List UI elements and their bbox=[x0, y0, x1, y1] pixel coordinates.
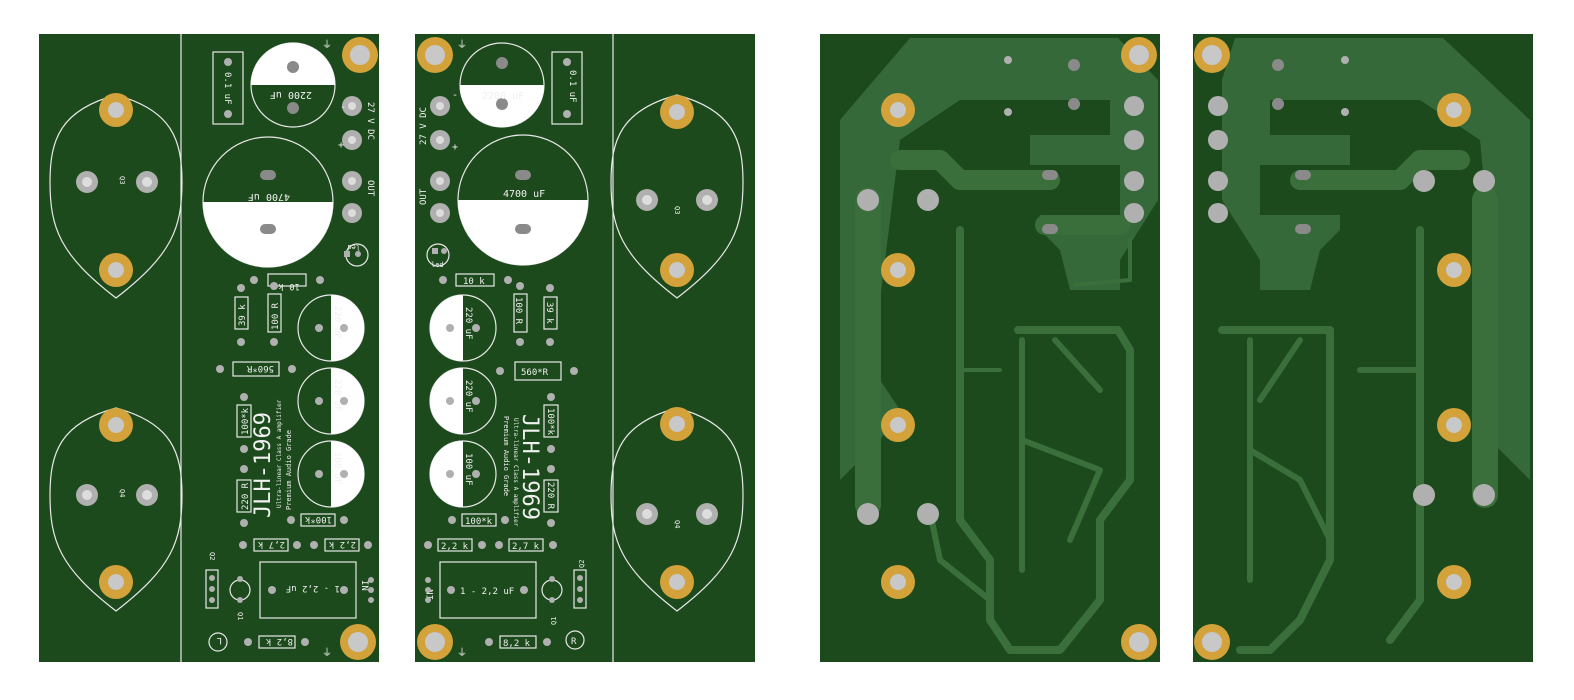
label-q3: Q3 bbox=[673, 206, 681, 214]
board-right-bottom-copper bbox=[1193, 34, 1533, 662]
label-c-220b: 220 uF bbox=[332, 379, 342, 412]
label-r-220r: 220 R bbox=[545, 482, 555, 510]
label-r-27k: 2,7 k bbox=[257, 539, 285, 549]
board-grade: Premium Audio Grade bbox=[285, 430, 293, 510]
connector-power-out: 27 V DC OUT - + bbox=[338, 96, 375, 223]
label-r-560: 560*R bbox=[246, 363, 274, 373]
label-c-2200: 2200 uF bbox=[270, 89, 312, 100]
label-q2: Q2 bbox=[208, 552, 216, 560]
capacitor-220uf-b: 220 uF bbox=[429, 367, 497, 435]
gnd-symbol-bottom: ⏚ bbox=[457, 647, 467, 659]
label-r-10k: 10 k bbox=[463, 277, 485, 287]
capacitor-220uf-a: 220 uF bbox=[429, 294, 497, 362]
pads bbox=[1194, 37, 1495, 660]
label-q4: Q4 bbox=[673, 520, 681, 528]
label-r-22k: 2,2 k bbox=[441, 542, 469, 552]
label-out: OUT bbox=[419, 188, 429, 205]
label-q2: Q2 bbox=[578, 560, 586, 568]
gnd-symbol-top: ⏚ bbox=[322, 39, 332, 51]
board-subtitle: Ultra-linear Class A amplifier bbox=[276, 399, 283, 508]
capacitor-100uf: 100 uF bbox=[429, 440, 497, 508]
label-r-82k: 8,2 k bbox=[503, 639, 531, 649]
label-minus: - bbox=[340, 102, 346, 113]
label-c-220b: 220 uF bbox=[463, 380, 473, 413]
board-grade: Premium Audio Grade bbox=[502, 416, 510, 496]
board-left-top: Q3 Q4 0.1 uF 2200 uF 4700 uF ⏚ bbox=[39, 34, 379, 662]
label-c-4700: 4700 uF bbox=[248, 191, 290, 202]
capacitor-4700uf: 4700 uF bbox=[457, 134, 589, 266]
label-q3: Q3 bbox=[118, 176, 126, 184]
transistor-q3: Q3 bbox=[610, 94, 744, 299]
label-led: led bbox=[347, 243, 360, 251]
label-c-4700: 4700 uF bbox=[503, 189, 545, 200]
label-r-39k: 39 k bbox=[238, 304, 248, 326]
label-in: IN bbox=[359, 580, 369, 591]
label-led: led bbox=[431, 261, 444, 269]
label-r-22k: 2,2 k bbox=[328, 539, 356, 549]
label-plus: + bbox=[452, 142, 458, 153]
label-q1: Q1 bbox=[550, 617, 558, 625]
label-c-100: 100 uF bbox=[463, 453, 473, 486]
connector-power-out: 27 V DC OUT - + bbox=[419, 90, 458, 223]
pads bbox=[857, 37, 1157, 660]
label-minus: - bbox=[452, 90, 458, 101]
label-q1: Q1 bbox=[236, 612, 244, 620]
label-r-220r: 220 R bbox=[241, 482, 251, 510]
transistor-q4: Q4 bbox=[610, 407, 744, 612]
label-r-100r: 100 R bbox=[271, 302, 281, 330]
board-title: JLH-1969 bbox=[251, 412, 276, 518]
label-c-2200: 2200 uF bbox=[482, 91, 524, 102]
capacitor-220uf-a: 220 uF bbox=[297, 294, 365, 362]
label-r-100k-b: 100*k bbox=[465, 517, 493, 527]
label-r-100k-a: 100*k bbox=[241, 407, 251, 435]
capacitor-220uf-b: 220 uF bbox=[297, 367, 365, 435]
label-in: IN bbox=[426, 589, 436, 600]
label-out: OUT bbox=[365, 180, 375, 197]
board-left-bottom-copper bbox=[820, 34, 1160, 662]
channel-marker-r: R bbox=[571, 637, 577, 647]
label-c-100: 100 uF bbox=[332, 452, 342, 485]
label-27v-dc: 27 V DC bbox=[365, 102, 375, 140]
transistor-q4: Q4 bbox=[49, 407, 183, 612]
label-r-27k: 2,7 k bbox=[512, 542, 540, 552]
label-c-01: 0.1 uF bbox=[567, 70, 577, 103]
capacitor-4700uf: 4700 uF bbox=[202, 136, 334, 268]
board-title: JLH-1969 bbox=[517, 414, 542, 520]
label-r-100k-b: 100*k bbox=[304, 514, 332, 524]
label-r-100k-a: 100*k bbox=[545, 408, 555, 436]
gnd-symbol-top: ⏚ bbox=[457, 39, 467, 51]
board-subtitle: Ultra-linear Class A amplifier bbox=[512, 418, 519, 527]
channel-marker-l: L bbox=[217, 635, 222, 645]
label-c-01: 0.1 uF bbox=[222, 72, 232, 105]
label-plus: + bbox=[338, 140, 344, 151]
label-c-input: 1 - 2,2 uF bbox=[286, 583, 340, 593]
transistor-q3: Q3 bbox=[49, 93, 183, 299]
label-c-220a: 220 uF bbox=[463, 307, 473, 340]
label-r-82k: 8,2 k bbox=[265, 636, 293, 646]
gnd-symbol-bottom: ⏚ bbox=[322, 647, 332, 659]
label-r-100r: 100 R bbox=[513, 297, 523, 325]
label-r-560: 560*R bbox=[521, 368, 549, 378]
label-27v-dc: 27 V DC bbox=[419, 107, 429, 145]
label-r-10k: 10 k bbox=[278, 281, 300, 291]
capacitor-100uf: 100 uF bbox=[297, 440, 365, 508]
label-c-220a: 220 uF bbox=[332, 306, 342, 339]
board-right-top: Q3 Q4 ⏚ ⏚ 2200 uF 0.1 uF 4700 uF bbox=[415, 34, 755, 662]
label-c-input: 1 - 2,2 uF bbox=[460, 587, 514, 597]
label-q4: Q4 bbox=[118, 489, 126, 497]
capacitor-2200uf: 2200 uF bbox=[250, 42, 336, 128]
capacitor-2200uf: 2200 uF bbox=[459, 42, 545, 128]
label-r-39k: 39 k bbox=[544, 302, 554, 324]
